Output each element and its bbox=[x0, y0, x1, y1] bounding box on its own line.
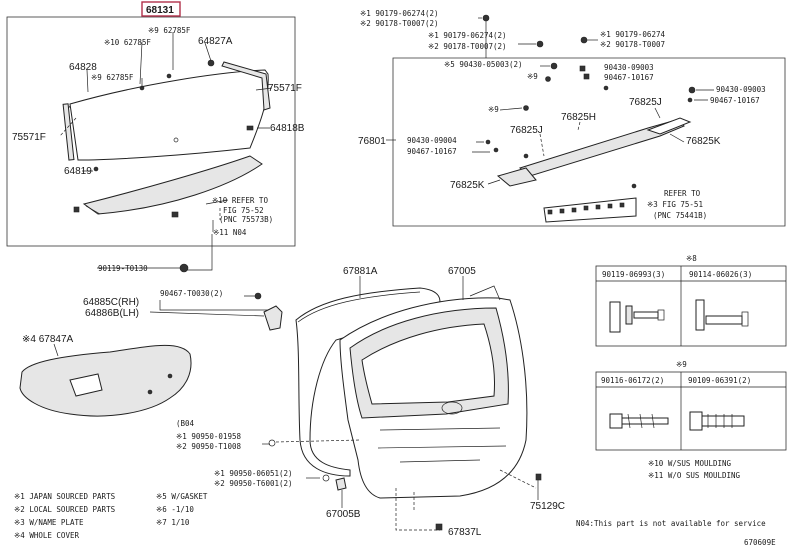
callout-mold-a[interactable]: ※1 90179-06274(2) bbox=[428, 31, 507, 40]
moulding-group-frame bbox=[392, 57, 786, 227]
name-plate bbox=[543, 197, 637, 223]
emblem bbox=[441, 401, 463, 415]
refer-line-3: (PNC 75573B) bbox=[219, 215, 273, 224]
callout-b04: (B04 bbox=[176, 419, 195, 428]
callout-62785f-c[interactable]: ※9 62785F bbox=[91, 73, 134, 82]
callout-64886b[interactable]: 64886B(LH) bbox=[85, 308, 139, 319]
glass-moulding-right bbox=[221, 61, 271, 111]
legend-5: ※5 W/GASKET bbox=[156, 492, 208, 501]
callout-mold-top-a[interactable]: ※1 90179-06274(2) bbox=[360, 9, 439, 18]
mark-9-b: ※9 bbox=[488, 105, 499, 114]
table-9-col-1[interactable]: 90116-06172(2) bbox=[601, 376, 664, 385]
door-stopper bbox=[335, 477, 347, 491]
refer-line-1: ※10 REFER TO bbox=[212, 196, 268, 205]
callout-mold-d[interactable]: 90430-09003 bbox=[604, 63, 654, 72]
mold-refer-3: (PNC 75441B) bbox=[653, 211, 707, 220]
callout-90950-06051[interactable]: ※1 90950-06051(2) bbox=[214, 469, 293, 478]
bolt-pin-icon bbox=[609, 413, 669, 429]
back-door-glass bbox=[62, 69, 269, 161]
legend-right-11: ※11 W/O SUS MOULDING bbox=[648, 471, 741, 480]
figure-id: 670609E bbox=[744, 538, 776, 547]
callout-67847a[interactable]: ※4 67847A bbox=[22, 334, 74, 345]
mark-9-a: ※9 bbox=[527, 72, 538, 81]
table-9-col-2[interactable]: 90109-06391(2) bbox=[688, 376, 751, 385]
callout-67005[interactable]: 67005 bbox=[448, 266, 476, 277]
callout-90950-t6001[interactable]: ※2 90950-T6001(2) bbox=[214, 479, 293, 488]
callout-mold-c[interactable]: ※5 90430-05003(2) bbox=[444, 60, 523, 69]
callout-mold-b[interactable]: ※2 90178-T0007(2) bbox=[428, 42, 507, 51]
legend-3: ※3 W/NAME PLATE bbox=[14, 518, 84, 527]
callout-67881a[interactable]: 67881A bbox=[343, 266, 378, 277]
bolt-icon bbox=[179, 263, 189, 273]
callout-90950-01958[interactable]: ※1 90950-01958 bbox=[176, 432, 241, 441]
mold-refer-1: REFER TO bbox=[664, 189, 701, 198]
callout-75571f-left[interactable]: 75571F bbox=[12, 132, 46, 143]
callout-76825k-left[interactable]: 76825K bbox=[450, 180, 485, 191]
callout-mold-f[interactable]: 90430-09003 bbox=[716, 85, 766, 94]
callout-90467-t0030[interactable]: 90467-T0030(2) bbox=[160, 289, 223, 298]
moulding-end-right bbox=[646, 117, 692, 135]
callout-76825k-right[interactable]: 76825K bbox=[686, 136, 721, 147]
table-8-col-1[interactable]: 90119-06993(3) bbox=[602, 270, 665, 279]
table-8-col-2[interactable]: 90114-06026(3) bbox=[689, 270, 752, 279]
callout-76801[interactable]: 76801 bbox=[358, 136, 386, 147]
back-door-hinge bbox=[263, 305, 283, 331]
mold-refer-2: ※3 FIG 75-51 bbox=[647, 200, 703, 209]
callout-62785f-b[interactable]: ※10 62785F bbox=[104, 38, 151, 47]
callout-64818b[interactable]: 64818B bbox=[270, 123, 305, 134]
callout-76825j-left[interactable]: 76825J bbox=[510, 125, 543, 136]
group-label-box[interactable] bbox=[141, 1, 181, 17]
fastener-table-9 bbox=[595, 371, 787, 451]
legend-right-10: ※10 W/SUS MOULDING bbox=[648, 459, 732, 468]
legend-7: ※7 1/10 bbox=[156, 518, 190, 527]
callout-90119-t0130[interactable]: 90119-T0130 bbox=[98, 264, 148, 273]
refer-line-2: FIG 75-52 bbox=[223, 206, 264, 215]
glass-group-frame bbox=[6, 16, 296, 247]
fastener-table-8 bbox=[595, 265, 787, 347]
callout-90430-09004[interactable]: 90430-09004 bbox=[407, 136, 457, 145]
legend-1: ※1 JAPAN SOURCED PARTS bbox=[14, 492, 116, 501]
moulding-end-left bbox=[496, 167, 537, 187]
whole-cover bbox=[19, 345, 192, 417]
garnish-clips bbox=[73, 206, 179, 218]
callout-75129c[interactable]: 75129C bbox=[530, 501, 565, 512]
clip-fastener-icon bbox=[609, 301, 665, 333]
legend-4: ※4 WHOLE COVER bbox=[14, 531, 79, 540]
rear-garnish bbox=[82, 155, 263, 215]
legend-2: ※2 LOCAL SOURCED PARTS bbox=[14, 505, 116, 514]
callout-90950-t1008[interactable]: ※2 90950-T1008 bbox=[176, 442, 241, 451]
threaded-bolt-icon bbox=[689, 411, 745, 431]
callout-64819[interactable]: 64819 bbox=[64, 166, 92, 177]
callout-mold-top-c[interactable]: ※1 90179-06274 bbox=[600, 30, 665, 39]
callout-mold-top-b[interactable]: ※2 90178-T0007(2) bbox=[360, 19, 439, 28]
callout-75571f-right[interactable]: 75571F bbox=[268, 83, 302, 94]
legend-6: ※6 -1/10 bbox=[156, 505, 194, 514]
callout-62785f-a[interactable]: ※9 62785F bbox=[148, 26, 191, 35]
callout-67837l[interactable]: 67837L bbox=[448, 527, 482, 538]
callout-67005b[interactable]: 67005B bbox=[326, 509, 361, 520]
callout-76825j-right[interactable]: 76825J bbox=[629, 97, 662, 108]
callout-64828[interactable]: 64828 bbox=[69, 62, 97, 73]
service-note: N04:This part is not available for servi… bbox=[576, 519, 766, 528]
callout-n04[interactable]: ※11 N04 bbox=[213, 228, 247, 237]
callout-64827a[interactable]: 64827A bbox=[198, 36, 233, 47]
group-label-68131[interactable]: 68131 bbox=[146, 5, 174, 16]
table-9-mark: ※9 bbox=[676, 360, 687, 369]
callout-mold-e[interactable]: 90467-10167 bbox=[604, 73, 654, 82]
callout-mold-g[interactable]: 90467-10167 bbox=[710, 96, 760, 105]
weather-strip bbox=[295, 287, 441, 477]
callout-64885c[interactable]: 64885C(RH) bbox=[83, 297, 139, 308]
screw-fastener-icon bbox=[695, 299, 749, 331]
callout-76825h[interactable]: 76825H bbox=[561, 112, 596, 123]
callout-mold-top-d[interactable]: ※2 90178-T0007 bbox=[600, 40, 665, 49]
callout-90467-10167-b[interactable]: 90467-10167 bbox=[407, 147, 457, 156]
table-8-mark: ※8 bbox=[686, 254, 697, 263]
